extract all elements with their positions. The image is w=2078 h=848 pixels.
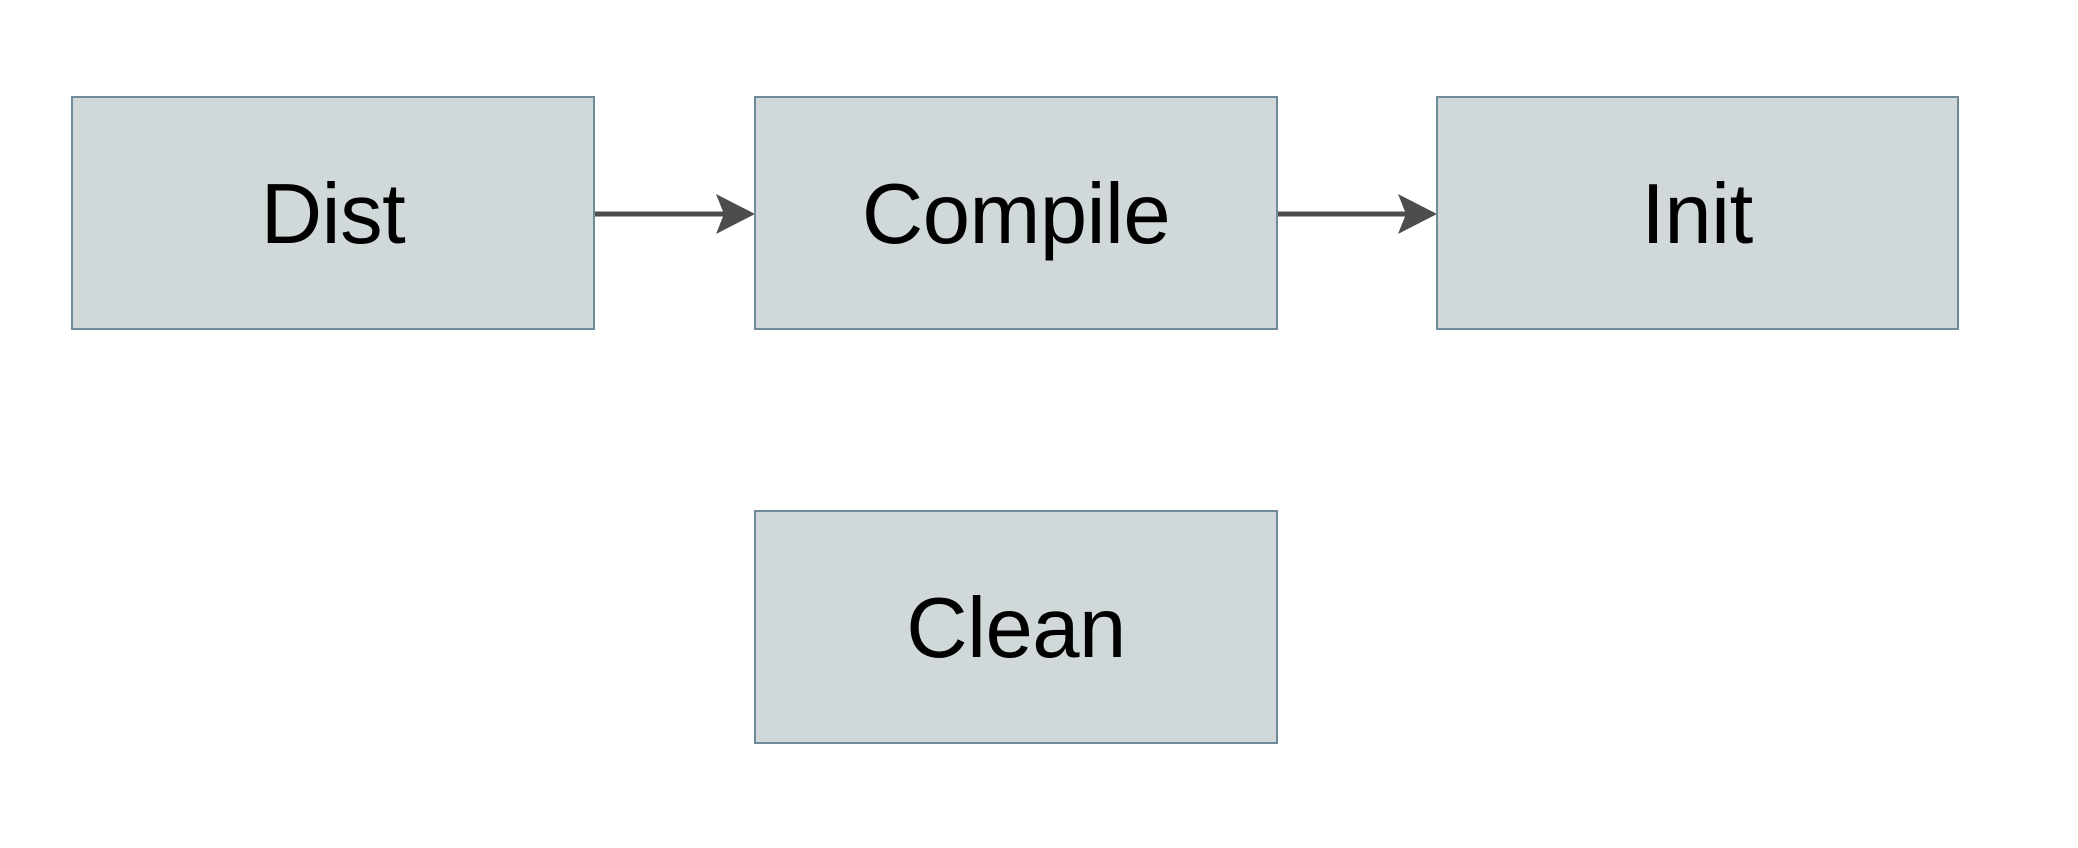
- node-compile-box: [754, 96, 1278, 330]
- node-clean-box: [754, 510, 1278, 744]
- arrowhead-icon: [716, 194, 755, 234]
- edge-compile-to-init[interactable]: [1277, 194, 1437, 234]
- node-dist[interactable]: Dist: [71, 96, 595, 330]
- node-init-label: Init: [1641, 167, 1752, 262]
- node-init[interactable]: Init: [1436, 96, 1959, 330]
- node-dist-box: [71, 96, 595, 330]
- node-clean-label: Clean: [906, 581, 1126, 676]
- node-compile[interactable]: Compile: [754, 96, 1278, 330]
- edge-dist-to-compile[interactable]: [594, 194, 755, 234]
- arrowhead-icon: [1398, 194, 1437, 234]
- node-compile-label: Compile: [862, 167, 1170, 262]
- node-dist-label: Dist: [261, 167, 405, 262]
- node-clean[interactable]: Clean: [754, 510, 1278, 744]
- node-init-box: [1436, 96, 1959, 330]
